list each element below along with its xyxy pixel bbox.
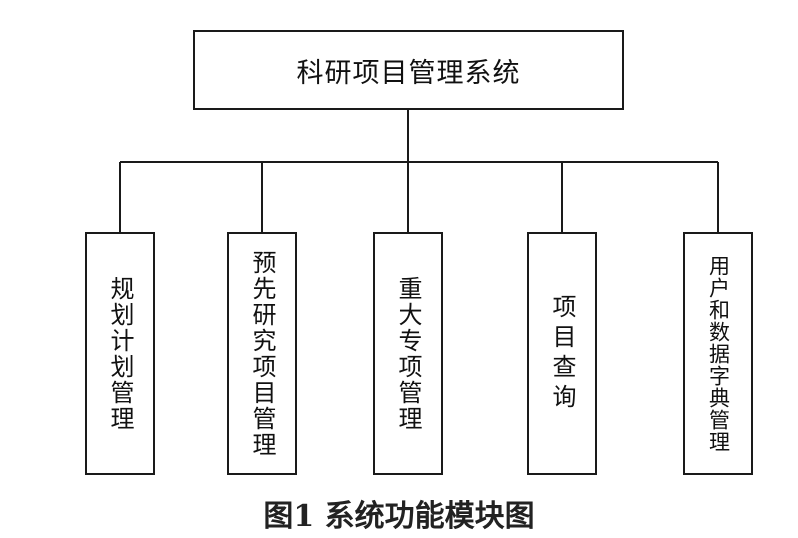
module-node-project-query: 项目查询: [527, 232, 597, 475]
module-node-label: 重大专项管理: [394, 275, 422, 432]
module-node-planning: 规划计划管理: [85, 232, 155, 475]
module-node-user-dictionary: 用户和数据字典管理: [683, 232, 753, 475]
figure-caption: 图1 系统功能模块图: [263, 499, 535, 534]
module-node-pre-research: 预先研究项目管理: [227, 232, 297, 475]
root-node: 科研项目管理系统: [193, 30, 624, 110]
module-node-label: 规划计划管理: [106, 275, 134, 432]
module-node-label: 项目查询: [548, 293, 576, 414]
module-node-major-projects: 重大专项管理: [373, 232, 443, 475]
root-node-label: 科研项目管理系统: [296, 57, 521, 89]
module-node-label: 用户和数据字典管理: [706, 254, 731, 453]
module-node-label: 预先研究项目管理: [248, 249, 276, 458]
